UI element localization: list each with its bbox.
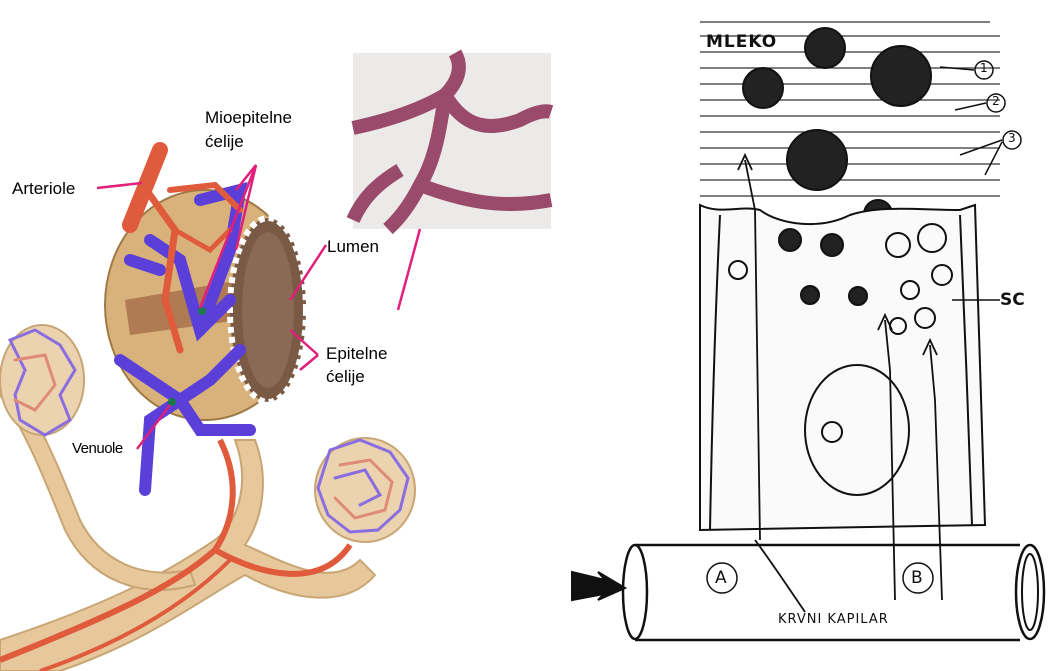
label-celije-bottom: ćelije [326,366,365,388]
inflow-arrow [572,572,625,600]
label-2: 2 [992,94,1000,108]
label-mioepitelne: Mioepitelne [205,107,292,129]
label-a: A [715,568,727,588]
lumen-inner [242,232,294,388]
small-lobule-left [0,325,84,435]
label-1: 1 [980,61,988,75]
label-sc: SC [1000,290,1025,310]
label-mleko: MLEKO [706,32,777,52]
label-3: 3 [1008,131,1016,145]
right-illustration [572,22,1044,640]
label-celije-top: ćelije [205,131,244,153]
label-venule: Venuole [72,438,123,460]
milk-fat-droplets [743,28,931,228]
capillary-right-end [1016,545,1044,639]
left-illustration [0,53,551,671]
label-lumen: Lumen [327,236,379,258]
label-b: B [911,568,923,588]
label-epitelne: Epitelne [326,343,387,365]
label-arteriole: Arteriole [12,178,75,200]
capillary-right-opening [1022,554,1038,630]
label-capillary: KRVNI KAPILAR [778,612,889,627]
myoepithelial-nucleus [198,307,206,315]
capillary-left-end [623,545,647,639]
